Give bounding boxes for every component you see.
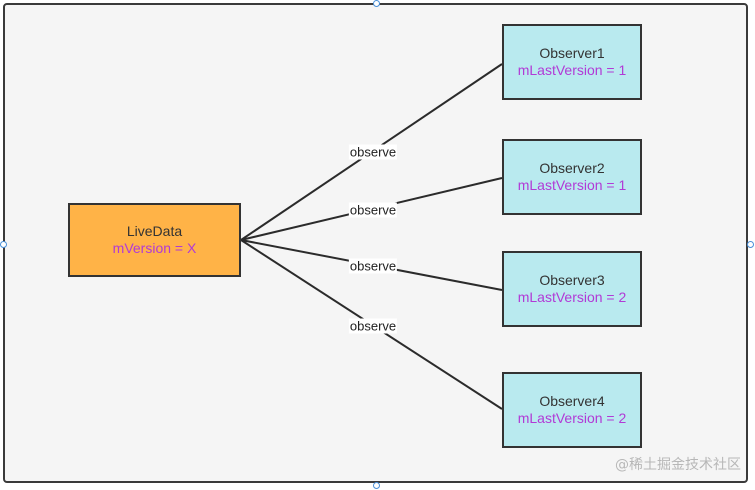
observer1-title: Observer1 [539, 45, 605, 61]
edge-label-observe-1: observe [348, 144, 398, 160]
observer1-node[interactable]: Observer1 mLastVersion = 1 [502, 24, 642, 100]
edge-label-observe-2: observe [348, 202, 398, 218]
edge-label-observe-4: observe [348, 318, 398, 334]
edge-label-observe-3: observe [348, 258, 398, 274]
livedata-version: mVersion = X [112, 240, 197, 256]
selection-handle-left[interactable] [0, 241, 7, 248]
selection-handle-top[interactable] [373, 0, 380, 7]
livedata-title: LiveData [126, 223, 183, 239]
observer4-title: Observer4 [539, 393, 605, 409]
observer2-title: Observer2 [539, 160, 605, 176]
observer3-version: mLastVersion = 2 [517, 289, 627, 305]
selection-handle-bottom[interactable] [373, 482, 380, 489]
observer1-version: mLastVersion = 1 [517, 62, 627, 78]
selection-handle-right[interactable] [747, 241, 754, 248]
livedata-node[interactable]: LiveData mVersion = X [68, 203, 241, 277]
observer4-version: mLastVersion = 2 [517, 410, 627, 426]
observer3-title: Observer3 [539, 272, 605, 288]
watermark: @稀土掘金技术社区 [615, 457, 741, 473]
observer2-node[interactable]: Observer2 mLastVersion = 1 [502, 139, 642, 215]
observer2-version: mLastVersion = 1 [517, 177, 627, 193]
observer4-node[interactable]: Observer4 mLastVersion = 2 [502, 372, 642, 448]
observer3-node[interactable]: Observer3 mLastVersion = 2 [502, 251, 642, 327]
